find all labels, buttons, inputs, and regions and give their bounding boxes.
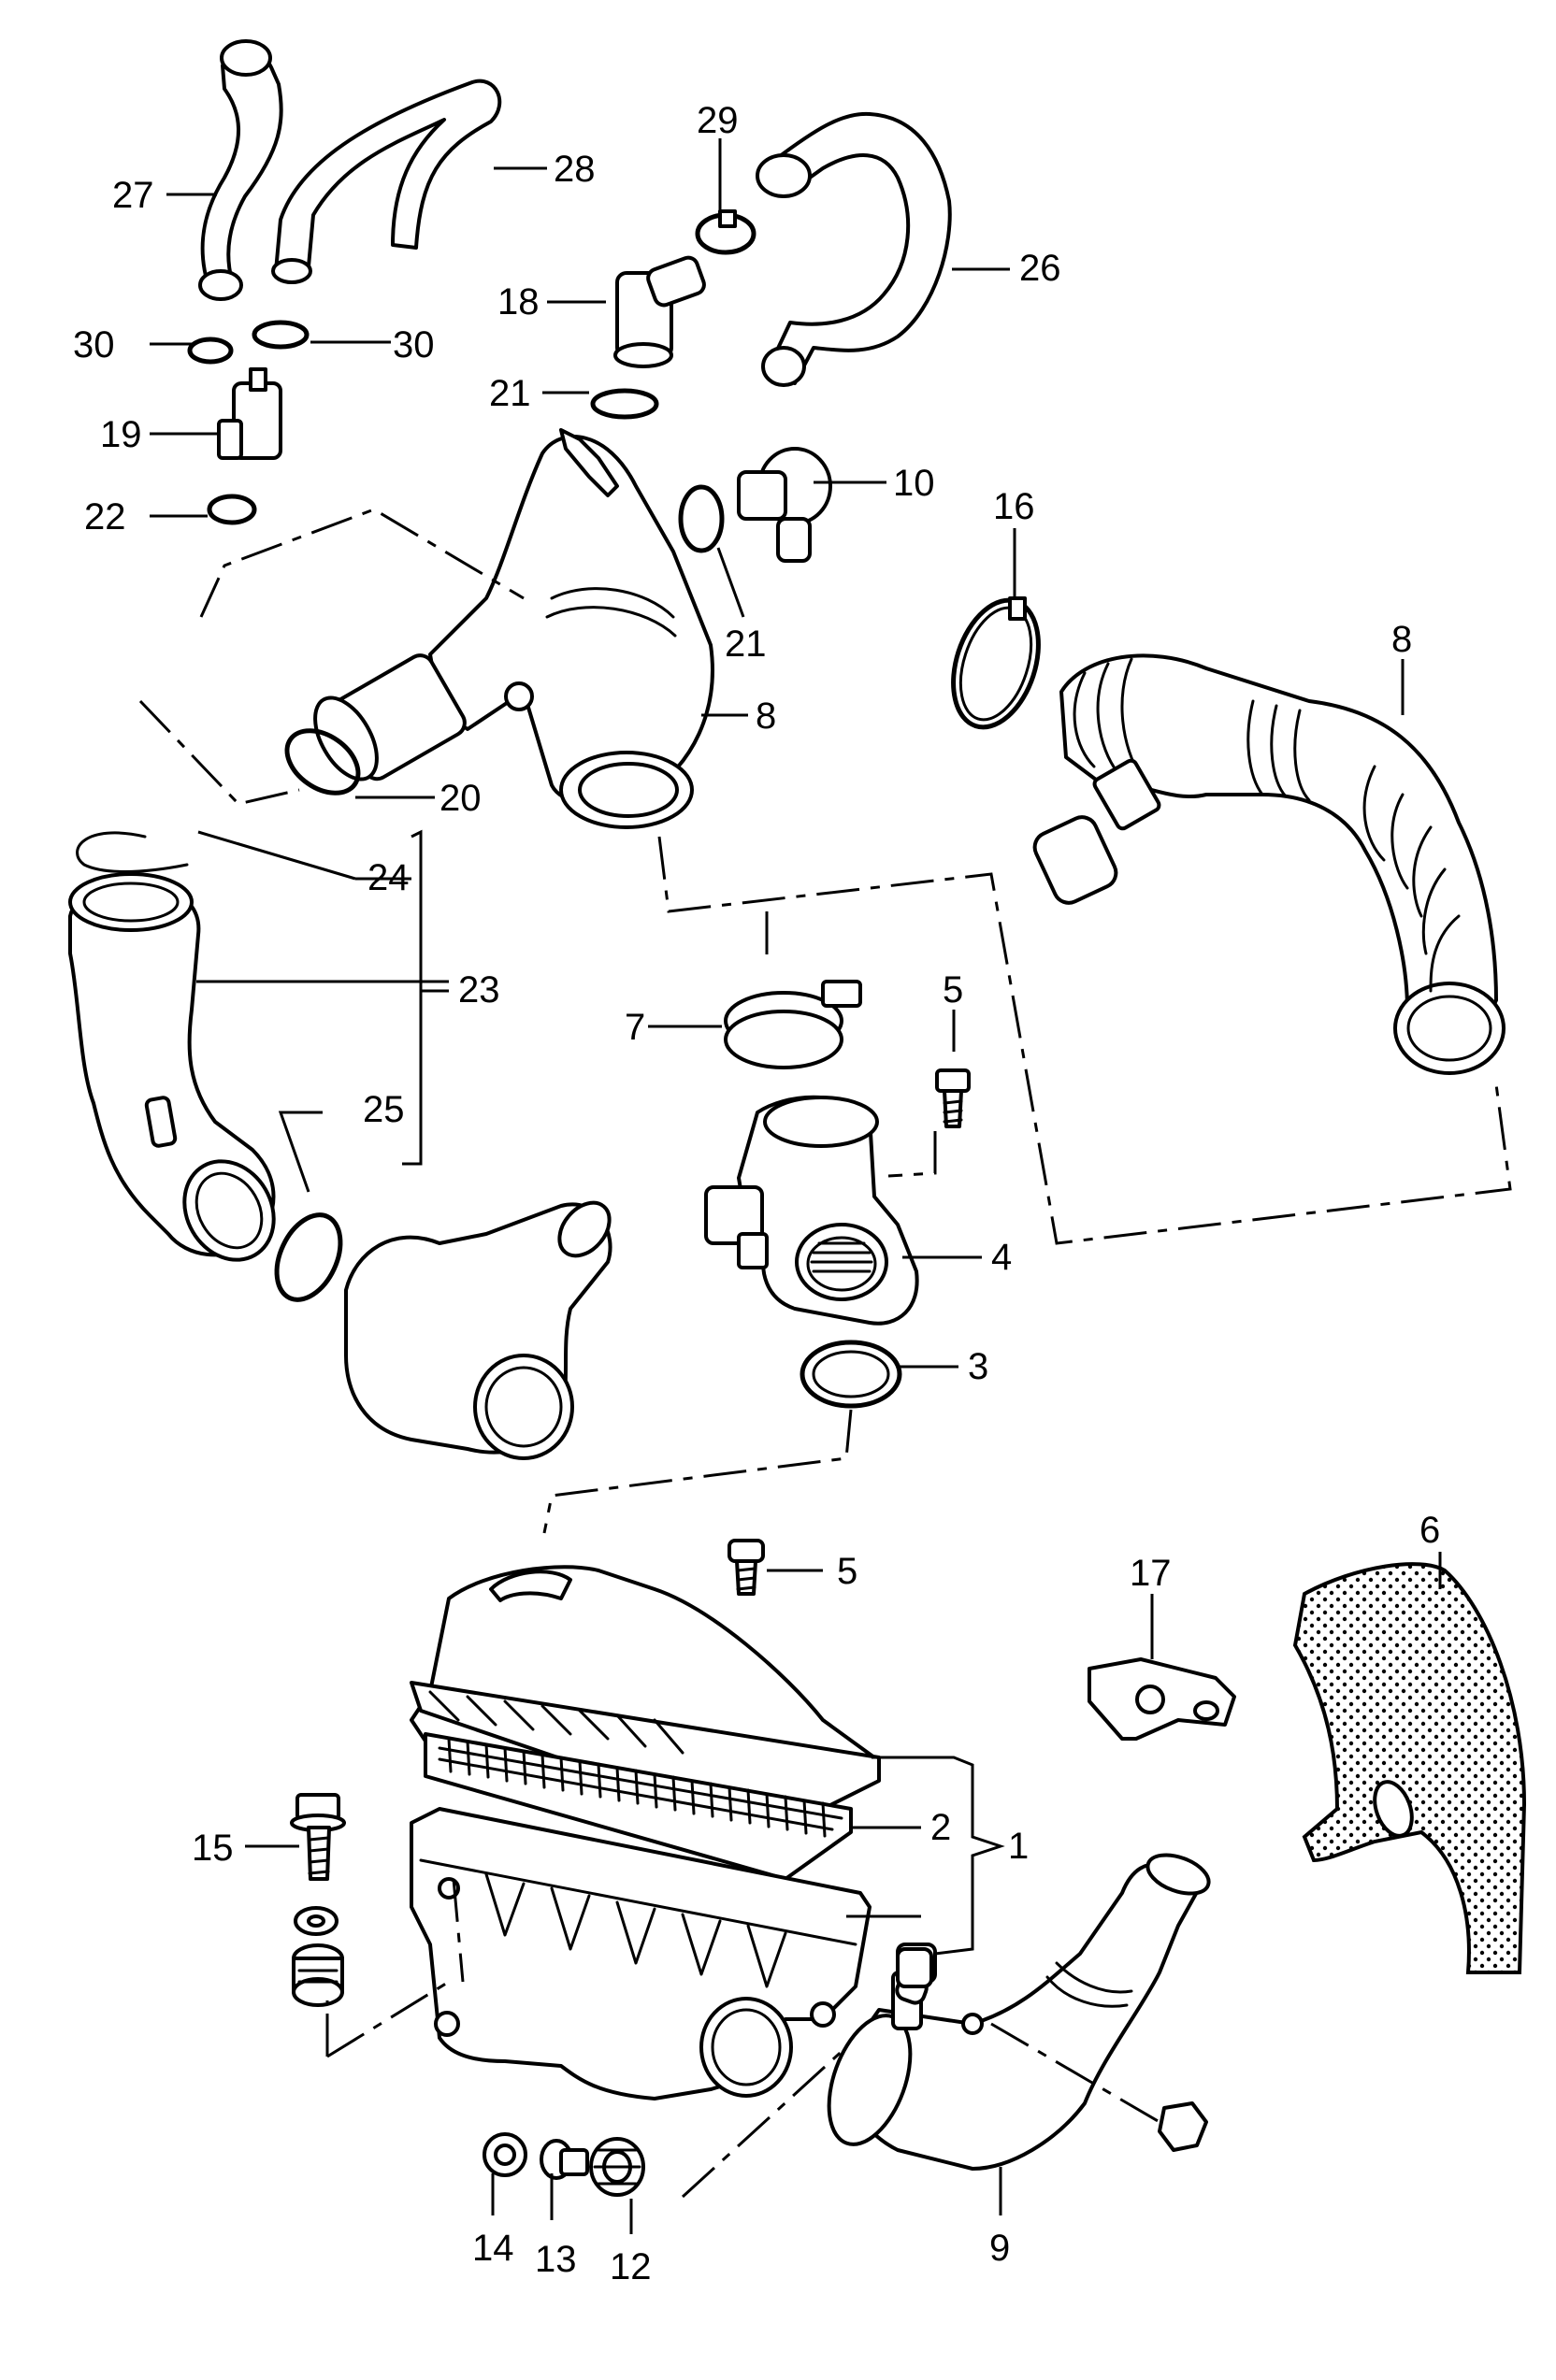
callout-8-right: 8 bbox=[1391, 619, 1412, 660]
clamp-21-upper-drawing bbox=[590, 388, 659, 420]
throttle-body-4-drawing bbox=[704, 1095, 919, 1326]
callout-12: 12 bbox=[610, 2246, 652, 2287]
callout-10: 10 bbox=[893, 463, 935, 504]
callout-28: 28 bbox=[554, 149, 596, 190]
callout-4: 4 bbox=[991, 1237, 1012, 1278]
o-ring-20-drawing bbox=[284, 728, 361, 796]
assembly-dash-lines bbox=[138, 508, 1512, 2199]
hose-27-drawing bbox=[198, 39, 283, 301]
push-pin-drawing bbox=[1158, 2101, 1208, 2152]
bracket-17-drawing bbox=[1088, 1657, 1236, 1741]
intake-elbow-8-left-drawing bbox=[313, 428, 714, 829]
callout-14: 14 bbox=[472, 2228, 514, 2269]
air-filter-housing-drawing bbox=[410, 1807, 872, 2100]
callout-21-upper: 21 bbox=[489, 373, 531, 414]
callout-30-left: 30 bbox=[73, 324, 115, 366]
nut-14-drawing bbox=[483, 2132, 527, 2177]
callout-27: 27 bbox=[112, 175, 154, 216]
ring-24-drawing bbox=[76, 831, 189, 873]
callout-25: 25 bbox=[363, 1089, 405, 1130]
callout-8-left: 8 bbox=[756, 695, 776, 737]
valve-10-drawing bbox=[737, 447, 832, 563]
hose-28-drawing bbox=[271, 79, 502, 284]
screw-5-lower-drawing bbox=[728, 1539, 765, 1596]
intake-duct-9-drawing bbox=[827, 1853, 1211, 2171]
callout-1: 1 bbox=[1008, 1826, 1029, 1867]
callout-18: 18 bbox=[497, 281, 540, 323]
callout-23: 23 bbox=[458, 969, 500, 1011]
callout-29: 29 bbox=[697, 100, 739, 141]
hose-fitting-drawing bbox=[896, 1947, 933, 1988]
callout-5-upper: 5 bbox=[943, 969, 963, 1011]
callout-9: 9 bbox=[989, 2228, 1010, 2269]
callout-30-right: 30 bbox=[393, 324, 435, 366]
callout-15: 15 bbox=[192, 1828, 234, 1869]
bolt-15-drawing bbox=[290, 1793, 346, 1881]
air-filter-element-drawing bbox=[424, 1732, 853, 1881]
hose-26-drawing bbox=[756, 111, 952, 387]
clamp-29-drawing bbox=[695, 209, 756, 255]
o-ring-25-drawing bbox=[274, 1212, 343, 1302]
hose-clamp-7-drawing bbox=[724, 980, 862, 1069]
callout-20: 20 bbox=[439, 778, 482, 819]
callout-2: 2 bbox=[930, 1807, 951, 1848]
clamp-22-drawing bbox=[207, 494, 257, 525]
callout-3: 3 bbox=[968, 1346, 988, 1387]
callout-26: 26 bbox=[1019, 248, 1061, 289]
leader-lines bbox=[150, 138, 1442, 2234]
callout-7: 7 bbox=[625, 1007, 645, 1048]
callout-5-lower: 5 bbox=[837, 1551, 857, 1592]
band-clamp-16-drawing bbox=[951, 596, 1041, 730]
pipe-23-drawing bbox=[68, 872, 276, 1262]
spacer-13-drawing bbox=[540, 2139, 589, 2180]
grommet-12-drawing bbox=[589, 2137, 645, 2197]
clamp-30-left-drawing bbox=[187, 337, 234, 365]
callout-13: 13 bbox=[535, 2239, 577, 2280]
clamp-30-right-drawing bbox=[252, 320, 310, 350]
callout-19: 19 bbox=[100, 414, 142, 455]
clamp-21-lower-drawing bbox=[678, 484, 725, 553]
callout-21-lower: 21 bbox=[725, 624, 767, 665]
air-hose-8-right-drawing bbox=[1032, 653, 1506, 1075]
callout-6: 6 bbox=[1419, 1510, 1440, 1551]
callout-24: 24 bbox=[367, 857, 410, 898]
grommet-15-drawing bbox=[292, 1943, 344, 2007]
panel-6-drawing bbox=[1292, 1562, 1527, 1974]
screw-5-upper-drawing bbox=[935, 1068, 971, 1128]
valve-19-drawing bbox=[217, 367, 282, 460]
callout-22: 22 bbox=[84, 496, 126, 538]
callout-16: 16 bbox=[993, 486, 1035, 527]
gasket-3-drawing bbox=[800, 1340, 902, 1409]
washer-15-drawing bbox=[294, 1906, 339, 1936]
callout-numbers: 27 28 29 26 30 30 18 21 19 10 22 21 16 8… bbox=[73, 100, 1440, 2287]
fitting-18-drawing bbox=[613, 255, 706, 368]
callout-17: 17 bbox=[1130, 1553, 1172, 1594]
pipe-outlet-drawing bbox=[344, 1200, 612, 1460]
